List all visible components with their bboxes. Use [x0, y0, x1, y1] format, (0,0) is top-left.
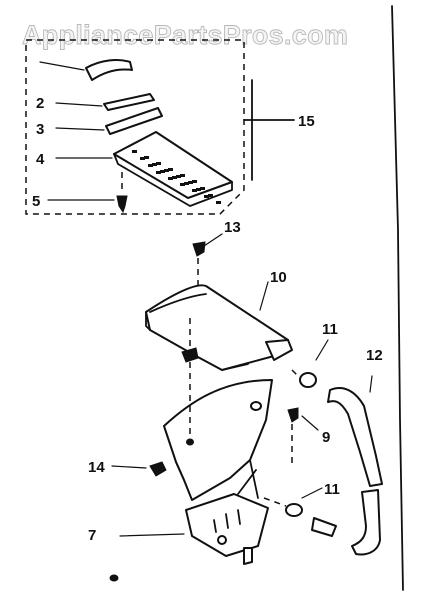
- part-screw-9: [287, 407, 319, 468]
- callout-7: 7: [88, 527, 96, 544]
- callout-3: 3: [36, 121, 44, 138]
- grille-hole: [204, 195, 209, 198]
- grille-hole: [176, 175, 181, 178]
- page-border-line: [391, 5, 404, 591]
- grille-hole: [200, 187, 205, 190]
- callout-5: 5: [32, 193, 40, 210]
- callout-11-upper: 11: [322, 321, 338, 338]
- grille-hole: [164, 169, 169, 172]
- callout-10: 10: [270, 269, 287, 286]
- grille-hole: [172, 176, 177, 179]
- grille-hole: [184, 182, 189, 185]
- part-grille: [55, 131, 233, 207]
- part-lever: [55, 93, 155, 111]
- part-grommet-upper: [291, 339, 329, 388]
- watermark-text: AppliancePartsPros.com: [22, 20, 348, 50]
- assembly-15-box: [25, 39, 295, 215]
- grille-hole: [192, 180, 197, 183]
- part-clip-14: [111, 461, 167, 477]
- grille-hole: [180, 174, 185, 177]
- grille-hole: [168, 177, 173, 180]
- part-grommet-lower: [263, 487, 337, 537]
- callout-2: 2: [36, 95, 44, 112]
- grille-hole: [168, 168, 173, 171]
- callout-15: 15: [298, 113, 315, 130]
- part-valve-base: [119, 469, 269, 565]
- part-dot: [109, 574, 119, 582]
- grille-hole: [156, 162, 161, 165]
- callout-12: 12: [366, 347, 383, 364]
- callout-9: 9: [322, 429, 330, 446]
- grille-hole: [216, 201, 221, 204]
- grille-hole: [208, 194, 213, 197]
- grille-hole: [196, 188, 201, 191]
- part-housing: [145, 281, 293, 371]
- part-handle: [39, 59, 133, 81]
- grille-hole: [152, 163, 157, 166]
- grille-hole: [132, 150, 137, 153]
- callout-13: 13: [224, 219, 241, 236]
- part-bracket: [163, 318, 273, 501]
- grille-hole: [156, 171, 161, 174]
- grille-hole: [188, 181, 193, 184]
- part-actuator-bar: [55, 107, 163, 135]
- callout-11-lower: 11: [324, 481, 340, 498]
- grille-hole: [140, 157, 145, 160]
- grille-hole: [192, 189, 197, 192]
- part-tube: [327, 375, 383, 556]
- part-screw-5: [47, 172, 128, 214]
- callout-4: 4: [36, 151, 45, 168]
- grille-hole: [160, 170, 165, 173]
- grille-hole: [144, 156, 149, 159]
- callout-14: 14: [88, 459, 105, 476]
- grille-hole: [180, 183, 185, 186]
- grille-hole: [148, 164, 153, 167]
